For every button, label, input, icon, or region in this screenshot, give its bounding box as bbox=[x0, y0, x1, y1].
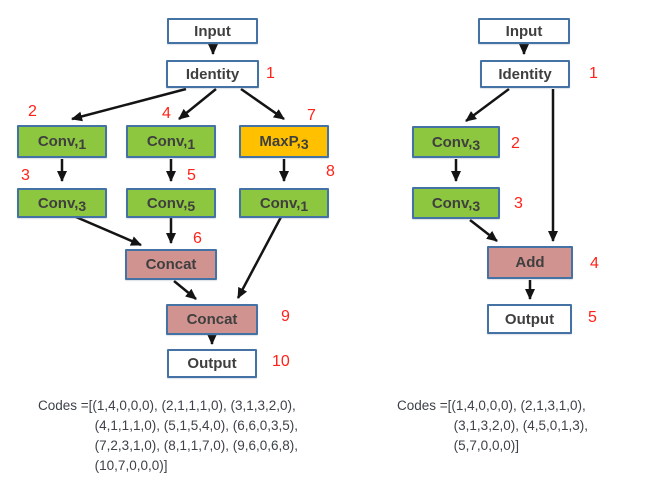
codes-line: (5,7,0,0,0)] bbox=[453, 438, 519, 453]
codes-text-right: Codes = [(1,4,0,0,0), (2,1,3,1,0), (3,1,… bbox=[397, 396, 588, 456]
node-add: Add bbox=[487, 246, 573, 279]
node-label-digit: 3 bbox=[472, 136, 481, 153]
node-conv-3-a: Conv,3 bbox=[412, 126, 500, 158]
code-index-1: 1 bbox=[589, 65, 598, 82]
codes-line: (4,1,1,1,0), (5,1,5,4,0), (6,6,0,3,5), bbox=[94, 418, 299, 433]
node-conv-1-branch1: Conv,1 bbox=[17, 125, 107, 158]
node-label: MaxP,3 bbox=[259, 133, 309, 152]
codes-line: (10,7,0,0,0)] bbox=[94, 458, 168, 473]
node-concat-2: Concat bbox=[166, 304, 258, 335]
node-label: Input bbox=[194, 22, 231, 40]
node-conv-3-b: Conv,3 bbox=[412, 187, 500, 219]
code-index-10: 10 bbox=[272, 353, 290, 370]
node-label-digit: 3 bbox=[472, 197, 481, 214]
node-label: Input bbox=[505, 22, 543, 40]
node-label: Concat bbox=[186, 311, 238, 328]
node-output: Output bbox=[167, 349, 257, 378]
node-label: Output bbox=[504, 310, 555, 328]
node-label: Conv,1 bbox=[259, 194, 309, 214]
codes-line: (3,1,3,2,0), (4,5,0,1,3), bbox=[453, 418, 588, 433]
node-concat-1: Concat bbox=[125, 249, 217, 280]
node-input: Input bbox=[167, 18, 258, 44]
node-label: Conv,5 bbox=[146, 194, 196, 214]
node-output: Output bbox=[487, 304, 572, 334]
node-conv-5: Conv,5 bbox=[126, 188, 216, 218]
codes-text-left: Codes = [(1,4,0,0,0), (2,1,1,1,0), (3,1,… bbox=[38, 396, 298, 476]
node-label: Concat bbox=[145, 256, 197, 273]
node-label: Identity bbox=[498, 65, 552, 83]
node-label-digit: 1 bbox=[187, 136, 196, 152]
node-label: Conv,1 bbox=[37, 133, 87, 152]
node-label-digit: 1 bbox=[300, 197, 309, 214]
code-index-8: 8 bbox=[326, 163, 335, 180]
code-index-1: 1 bbox=[266, 65, 275, 82]
codes-prefix: Codes = bbox=[38, 398, 89, 413]
code-index-4: 4 bbox=[162, 105, 171, 122]
node-label: Output bbox=[187, 355, 237, 372]
code-index-6: 6 bbox=[193, 230, 202, 247]
node-label-digit: 5 bbox=[187, 197, 196, 214]
node-label: Conv,1 bbox=[146, 133, 196, 152]
codes-line: (7,2,3,1,0), (8,1,1,7,0), (9,6,0,6,8), bbox=[94, 438, 299, 453]
node-label: Conv,3 bbox=[37, 194, 87, 214]
code-index-2: 2 bbox=[511, 135, 520, 152]
codes-lines: [(1,4,0,0,0), (2,1,3,1,0), (3,1,3,2,0), … bbox=[448, 396, 588, 456]
code-index-7: 7 bbox=[307, 107, 316, 124]
node-conv-1-branch2: Conv,1 bbox=[126, 125, 216, 158]
node-label: Identity bbox=[185, 65, 240, 83]
code-index-9: 9 bbox=[281, 308, 290, 325]
node-label-digit: 1 bbox=[78, 136, 87, 152]
node-label-digit: 3 bbox=[78, 197, 87, 214]
node-input: Input bbox=[478, 18, 570, 44]
node-maxpool-3: MaxP,3 bbox=[239, 125, 329, 158]
code-index-2: 2 bbox=[28, 103, 37, 120]
code-index-3: 3 bbox=[21, 167, 30, 184]
codes-line: [(1,4,0,0,0), (2,1,3,1,0), bbox=[447, 398, 586, 413]
code-index-3: 3 bbox=[514, 195, 523, 212]
node-conv-1-branch3: Conv,1 bbox=[239, 188, 329, 218]
node-label: Conv,3 bbox=[431, 133, 481, 153]
node-conv-3: Conv,3 bbox=[17, 188, 107, 218]
codes-line: [(1,4,0,0,0), (2,1,1,1,0), (3,1,3,2,0), bbox=[88, 398, 296, 413]
code-index-5: 5 bbox=[588, 309, 597, 326]
node-label: Add bbox=[515, 254, 545, 271]
node-label-digit: 3 bbox=[300, 136, 309, 152]
node-identity: Identity bbox=[166, 60, 259, 88]
codes-lines: [(1,4,0,0,0), (2,1,1,1,0), (3,1,3,2,0), … bbox=[89, 396, 298, 476]
code-index-5: 5 bbox=[187, 167, 196, 184]
node-label: Conv,3 bbox=[431, 194, 481, 214]
node-identity: Identity bbox=[480, 60, 570, 88]
code-index-4: 4 bbox=[590, 255, 599, 272]
codes-prefix: Codes = bbox=[397, 398, 448, 413]
